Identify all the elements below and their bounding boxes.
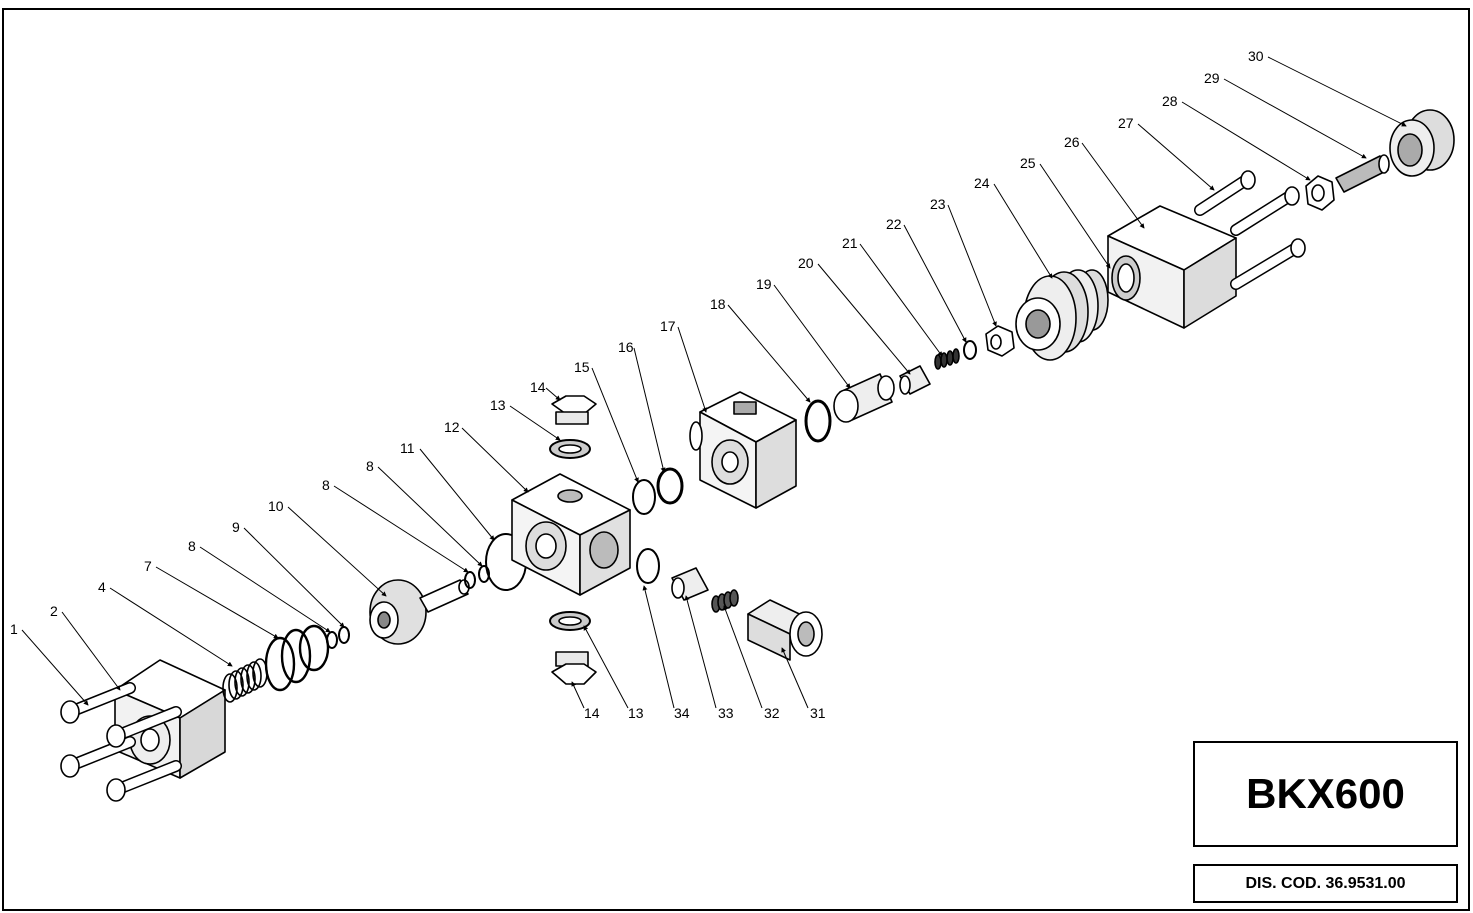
- o-ring-15: [632, 479, 656, 515]
- callout-20: 20: [798, 255, 814, 271]
- callout-8c: 8: [366, 458, 374, 474]
- callout-1: 1: [10, 621, 18, 637]
- callout-33: 33: [718, 705, 734, 721]
- spring-21: [934, 348, 960, 370]
- callout-12: 12: [444, 419, 460, 435]
- callout-28: 28: [1162, 93, 1178, 109]
- o-rings-7: [264, 624, 330, 692]
- callout-2: 2: [50, 603, 58, 619]
- pin-33: [671, 567, 709, 601]
- callout-7: 7: [144, 558, 152, 574]
- model-title-box: BKX600: [1193, 741, 1458, 847]
- ring-22: [963, 340, 977, 360]
- plug-14-top: [551, 395, 597, 425]
- callout-30: 30: [1248, 48, 1264, 64]
- callout-14-top: 14: [530, 379, 546, 395]
- callout-29: 29: [1204, 70, 1220, 86]
- drawing-code-box: DIS. COD. 36.9531.00: [1193, 864, 1458, 903]
- callout-23: 23: [930, 196, 946, 212]
- fitting-31: [747, 599, 823, 661]
- callout-11: 11: [400, 440, 415, 456]
- callout-labels: 1 2 4 7 8 9 10 8 8 11 12 13 14 15 16 17 …: [10, 48, 1264, 721]
- callout-32: 32: [764, 705, 780, 721]
- ring-16: [656, 467, 684, 505]
- callout-10: 10: [268, 498, 284, 514]
- callout-13-top: 13: [490, 397, 506, 413]
- callout-4: 4: [98, 579, 106, 595]
- callout-25: 25: [1020, 155, 1036, 171]
- callout-24: 24: [974, 175, 990, 191]
- central-body-12: [511, 473, 631, 596]
- callout-9: 9: [232, 519, 240, 535]
- small-rings-8-9: [326, 626, 350, 649]
- cap-30: [1389, 109, 1455, 177]
- nut-23: [985, 325, 1015, 357]
- callout-34: 34: [674, 705, 690, 721]
- end-cap-block: [114, 659, 226, 779]
- callout-26: 26: [1064, 134, 1080, 150]
- o-ring-34: [636, 548, 660, 584]
- callout-22: 22: [886, 216, 902, 232]
- housing-26: [1107, 205, 1237, 329]
- callout-21: 21: [842, 235, 858, 251]
- callout-14-bottom: 14: [584, 705, 600, 721]
- long-bolts-27: [1194, 170, 1306, 290]
- small-rings-8b: [464, 565, 490, 589]
- ring-18: [804, 399, 832, 443]
- sleeve-20: [899, 365, 931, 395]
- bellows-24: [1015, 269, 1109, 361]
- callout-16: 16: [618, 339, 634, 355]
- spring-4: [222, 658, 268, 703]
- plug-14-bottom: [551, 651, 597, 685]
- valve-19: [833, 373, 895, 423]
- stem-29: [1335, 154, 1390, 193]
- callout-13-bottom: 13: [628, 705, 644, 721]
- callout-8b: 8: [322, 477, 330, 493]
- block-17: [689, 391, 797, 509]
- nut-28: [1305, 175, 1335, 211]
- callout-31: 31: [810, 705, 826, 721]
- cap-screws: [60, 682, 182, 802]
- callout-17: 17: [660, 318, 676, 334]
- callout-leaders: [21, 56, 1407, 709]
- callout-19: 19: [756, 276, 772, 292]
- callout-18: 18: [710, 296, 726, 312]
- callout-15: 15: [574, 359, 590, 375]
- piston-10: [369, 579, 470, 645]
- callout-8a: 8: [188, 538, 196, 554]
- callout-27: 27: [1118, 115, 1134, 131]
